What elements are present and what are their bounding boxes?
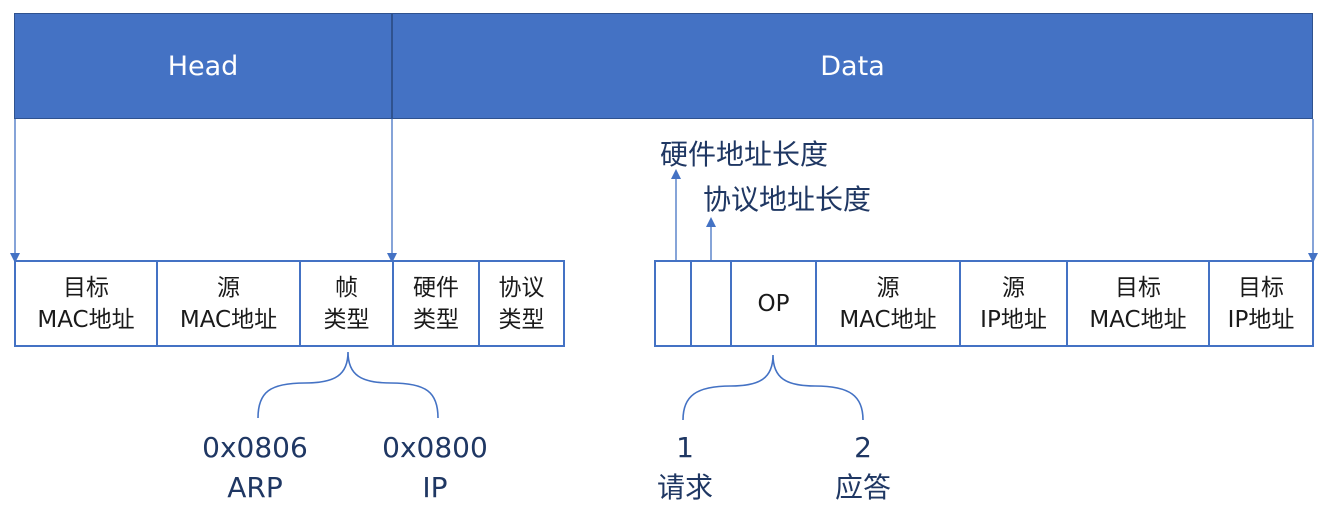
data-band: Data bbox=[392, 13, 1313, 119]
op-reply: 2 应答 bbox=[834, 431, 891, 504]
field-proto-type: 协议类型 bbox=[478, 260, 565, 347]
data-label: Data bbox=[820, 50, 885, 82]
field-op: OP bbox=[730, 260, 817, 347]
field-frame-type: 帧类型 bbox=[299, 260, 394, 347]
frame-type-brace bbox=[257, 351, 439, 419]
frame-type-arp: 0x0806 ARP bbox=[202, 431, 308, 504]
op-request: 1 请求 bbox=[656, 431, 713, 504]
head-label: Head bbox=[167, 50, 239, 82]
field-proto-addr-len bbox=[690, 260, 732, 347]
proto-addr-len-label: 协议地址长度 bbox=[703, 183, 872, 216]
frame-type-ip: 0x0800 IP bbox=[382, 431, 488, 504]
field-hw-type: 硬件类型 bbox=[392, 260, 480, 347]
field-hw-addr-len bbox=[654, 260, 692, 347]
head-band: Head bbox=[14, 13, 392, 119]
hw-addr-len-label: 硬件地址长度 bbox=[660, 138, 829, 171]
op-brace bbox=[682, 354, 864, 421]
